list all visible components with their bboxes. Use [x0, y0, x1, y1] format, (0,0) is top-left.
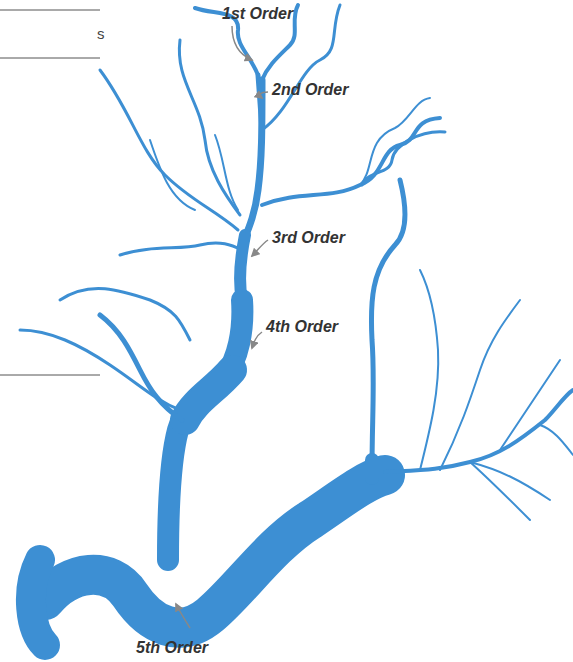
order-label: 4th Order: [266, 319, 338, 335]
stream: [20, 5, 573, 645]
order-label: 5th Order: [136, 640, 208, 656]
order-label: 3rd Order: [272, 230, 345, 246]
leader-arrow: [176, 26, 268, 628]
cut-text: s: [97, 26, 105, 41]
order-label: 1st Order: [222, 6, 293, 22]
table-rule: [0, 10, 100, 375]
order-label: 2nd Order: [272, 82, 348, 98]
